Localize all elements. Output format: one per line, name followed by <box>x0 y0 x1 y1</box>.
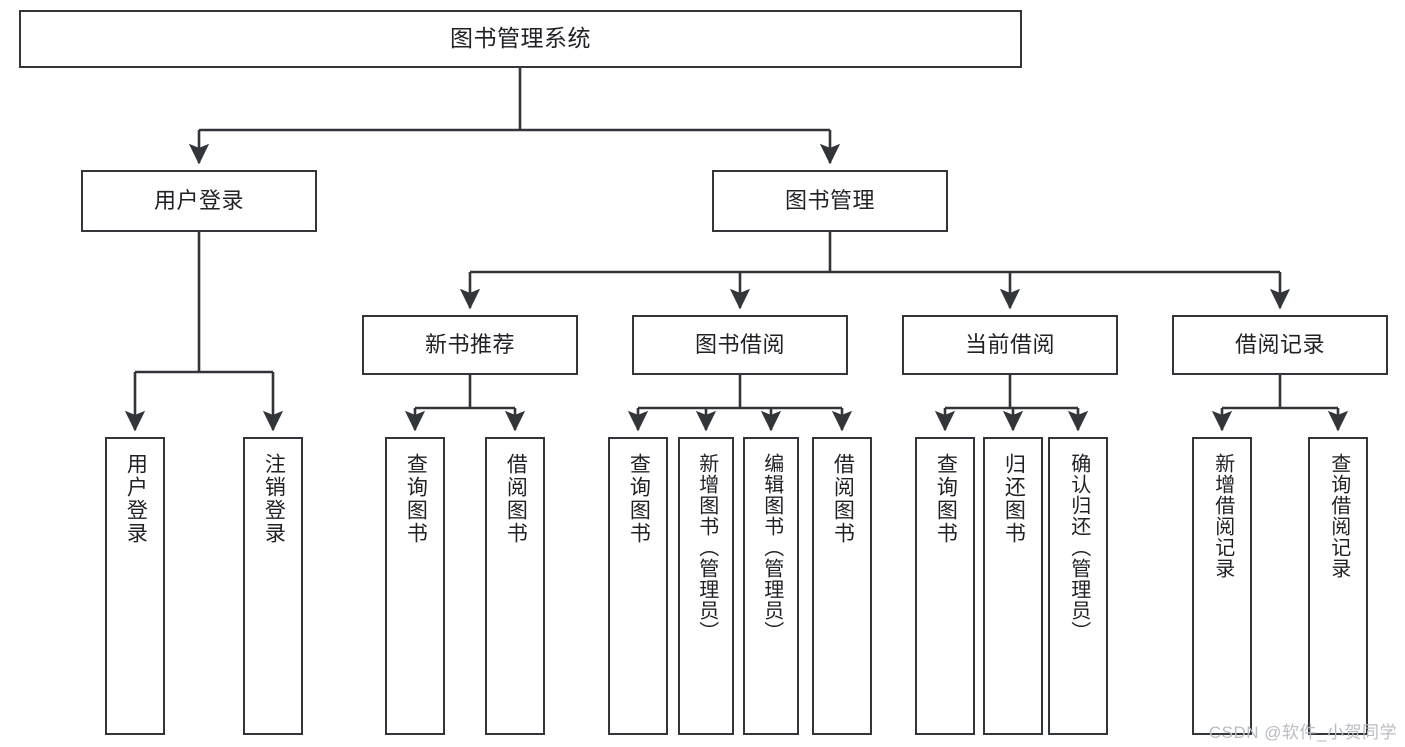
node-label: 当前借阅 <box>964 331 1055 357</box>
node-label: 新增借阅记录 <box>1211 453 1234 579</box>
leaf-borrow-book-recommend[interactable]: 借阅图书 <box>485 437 545 735</box>
leaf-query-book-current[interactable]: 查询图书 <box>915 437 975 735</box>
leaf-add-borrow-record[interactable]: 新增借阅记录 <box>1192 437 1252 735</box>
leaf-edit-book[interactable]: 编辑图书（管理员） <box>743 437 799 735</box>
node-label: 确认归还（管理员） <box>1067 453 1090 642</box>
node-label: 归还图书 <box>1002 453 1026 545</box>
node-book-borrow[interactable]: 图书借阅 <box>632 315 848 375</box>
node-label: 借阅图书 <box>504 453 528 545</box>
node-label: 图书管理系统 <box>450 25 591 52</box>
node-label: 借阅记录 <box>1234 331 1325 357</box>
node-label: 查询借阅记录 <box>1327 453 1350 579</box>
leaf-borrow-book-borrow[interactable]: 借阅图书 <box>812 437 872 735</box>
node-root-system[interactable]: 图书管理系统 <box>19 10 1022 68</box>
node-label: 图书借阅 <box>694 331 785 357</box>
node-borrow-record[interactable]: 借阅记录 <box>1172 315 1388 375</box>
node-label: 图书管理 <box>784 187 875 213</box>
csdn-watermark: CSDN @软件_小贺同学 <box>1208 723 1397 742</box>
node-label: 新书推荐 <box>424 331 515 357</box>
leaf-query-book-recommend[interactable]: 查询图书 <box>385 437 445 735</box>
node-new-book-recommend[interactable]: 新书推荐 <box>362 315 578 375</box>
leaf-logout-login[interactable]: 注销登录 <box>243 437 303 735</box>
node-label: 查询图书 <box>627 453 651 545</box>
leaf-user-login[interactable]: 用户登录 <box>105 437 165 735</box>
node-current-borrow[interactable]: 当前借阅 <box>902 315 1118 375</box>
node-label: 用户登录 <box>153 187 244 213</box>
node-user-login[interactable]: 用户登录 <box>81 170 317 232</box>
leaf-confirm-return[interactable]: 确认归还（管理员） <box>1048 437 1108 735</box>
node-label: 编辑图书（管理员） <box>760 453 783 642</box>
leaf-add-book[interactable]: 新增图书（管理员） <box>678 437 734 735</box>
node-label: 新增图书（管理员） <box>695 453 718 642</box>
leaf-query-book-borrow[interactable]: 查询图书 <box>608 437 668 735</box>
node-book-manage[interactable]: 图书管理 <box>712 170 948 232</box>
node-label: 查询图书 <box>404 453 428 545</box>
leaf-query-borrow-record[interactable]: 查询借阅记录 <box>1308 437 1368 735</box>
leaf-return-book[interactable]: 归还图书 <box>983 437 1043 735</box>
node-label: 用户登录 <box>124 453 148 545</box>
node-label: 注销登录 <box>262 453 286 545</box>
node-label: 查询图书 <box>934 453 958 545</box>
node-label: 借阅图书 <box>831 453 855 545</box>
